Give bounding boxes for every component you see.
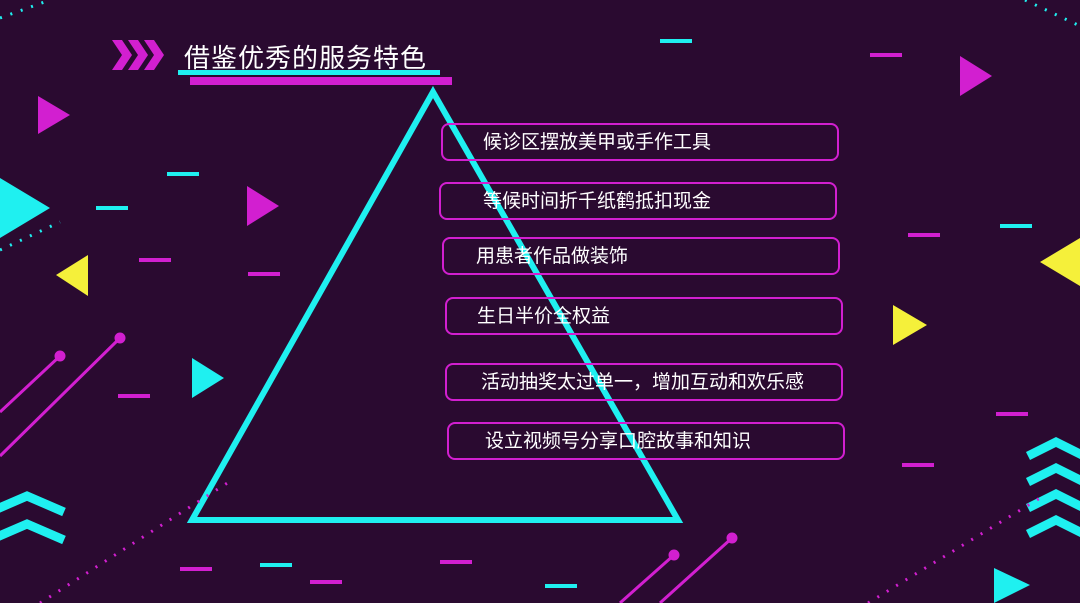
cyan-triangle-icon: [0, 178, 50, 238]
page-title: 借鉴优秀的服务特色: [184, 44, 428, 74]
chevron-up-icon: [1025, 436, 1080, 539]
title-chevron-icon: [112, 40, 164, 70]
main-triangle: [186, 85, 684, 523]
feature-label: 设立视频号分享口腔故事和知识: [485, 430, 752, 452]
title-underline-magenta: [190, 77, 452, 85]
cyan-triangle-icon: [994, 568, 1030, 603]
chevron-up-icon: [0, 491, 66, 545]
dash-decor: [96, 39, 1032, 588]
title-underline-cyan: [178, 70, 440, 75]
magenta-triangle-icon: [38, 96, 70, 134]
yellow-triangle-icon: [56, 255, 88, 296]
yellow-triangle-icon: [893, 305, 927, 345]
feature-label: 等候时间折千纸鹤抵扣现金: [483, 190, 712, 212]
diagonal-line-decor: [0, 332, 738, 603]
feature-label: 候诊区摆放美甲或手作工具: [483, 131, 712, 153]
feature-label: 活动抽奖太过单一，增加互动和欢乐感: [481, 371, 805, 393]
feature-box-2: 等候时间折千纸鹤抵扣现金: [439, 182, 837, 220]
feature-box-4: 生日半价全权益: [445, 297, 843, 335]
feature-box-1: 候诊区摆放美甲或手作工具: [441, 123, 839, 161]
feature-box-6: 设立视频号分享口腔故事和知识: [447, 422, 845, 460]
magenta-triangle-icon: [247, 186, 279, 226]
yellow-triangle-icon: [1040, 238, 1080, 286]
feature-box-3: 用患者作品做装饰: [442, 237, 840, 275]
cyan-triangle-icon: [192, 358, 224, 398]
feature-label: 用患者作品做装饰: [476, 245, 629, 267]
feature-label: 生日半价全权益: [477, 305, 611, 327]
feature-box-5: 活动抽奖太过单一，增加互动和欢乐感: [445, 363, 843, 401]
magenta-triangle-icon: [960, 56, 992, 96]
